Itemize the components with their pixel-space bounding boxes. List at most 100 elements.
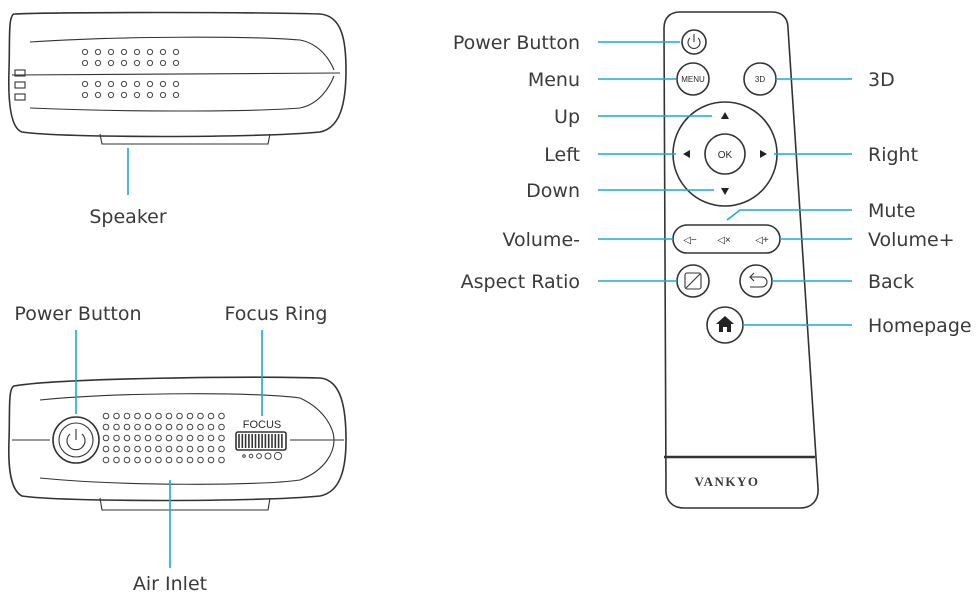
speaker-hole (94, 48, 102, 56)
label-3d: 3D (868, 69, 895, 91)
side-port-icon (14, 81, 26, 89)
focus-indicator-dot (264, 452, 272, 460)
speaker-hole (172, 48, 180, 56)
vent-hole (207, 423, 215, 431)
vent-hole (176, 434, 183, 442)
vent-hole (186, 445, 194, 453)
vent-hole (134, 445, 141, 453)
speaker-hole (172, 91, 180, 99)
vent-hole (218, 456, 225, 464)
down-arrow-icon[interactable] (721, 188, 729, 195)
speaker-hole (146, 48, 154, 56)
speaker-hole (120, 48, 128, 56)
speaker-hole (172, 59, 180, 67)
speaker-hole (107, 80, 115, 88)
speaker-hole (120, 59, 128, 67)
vent-hole (207, 412, 215, 420)
volume-down-button[interactable]: ◁− (683, 235, 697, 246)
vent-hole (144, 445, 152, 453)
label-volume-plus: Volume+ (868, 229, 955, 251)
3d-button-label: 3D (755, 75, 765, 84)
label-mute: Mute (868, 200, 916, 222)
vent-hole (165, 412, 173, 420)
speaker-hole (107, 59, 115, 67)
label-left: Left (544, 144, 580, 166)
left-arrow-icon[interactable] (683, 150, 690, 158)
label-menu: Menu (528, 69, 580, 91)
speaker-hole (94, 80, 102, 88)
speaker-hole (120, 80, 128, 88)
vent-hole (176, 445, 183, 453)
label-volume-minus: Volume- (502, 229, 580, 251)
vent-hole (123, 434, 131, 442)
focus-ring-label: Focus Ring (225, 303, 328, 325)
vent-hole (113, 445, 120, 453)
projector-top-side-ports (14, 69, 26, 101)
vent-hole (123, 412, 131, 420)
vent-hole (218, 445, 225, 453)
volume-up-button[interactable]: ◁+ (755, 235, 769, 246)
vent-hole (123, 423, 131, 431)
vent-hole (102, 412, 110, 420)
label-right: Right (868, 144, 918, 166)
right-arrow-icon[interactable] (760, 150, 767, 158)
vent-hole (197, 423, 204, 431)
vent-hole (144, 412, 152, 420)
vent-hole (113, 423, 120, 431)
side-port-icon (14, 93, 26, 101)
speaker-hole (120, 91, 128, 99)
vent-hole (113, 456, 120, 464)
vent-hole (144, 423, 152, 431)
focus-indicator-dots (242, 451, 283, 461)
remote-callouts: Power Button Menu Up Left Down Volume- A… (453, 32, 972, 337)
label-aspect-ratio: Aspect Ratio (461, 271, 580, 293)
vent-hole (113, 412, 120, 420)
projector-top-view: Speaker (7, 11, 347, 228)
vent-hole (176, 412, 183, 420)
speaker-hole (146, 80, 154, 88)
up-arrow-icon[interactable] (721, 112, 729, 119)
vent-hole (134, 456, 141, 464)
speaker-hole (159, 80, 167, 88)
speaker-hole (159, 91, 167, 99)
projector-front-view: FOCUS Power Button Focus Ring Air Inlet (7, 303, 347, 595)
ok-button-label: OK (718, 150, 733, 161)
label-up: Up (554, 106, 580, 128)
focus-text: FOCUS (243, 419, 282, 431)
remote-control: VANKYO MENU 3D OK ◁− ◁× ◁+ (663, 11, 819, 509)
speaker-hole (172, 80, 180, 88)
focus-indicator-dot (242, 454, 246, 458)
vent-hole (186, 456, 194, 464)
vent-hole (197, 434, 204, 442)
vent-hole (123, 456, 131, 464)
menu-button[interactable] (676, 62, 710, 96)
vent-hole (186, 412, 194, 420)
speaker-hole (133, 48, 141, 56)
speaker-hole (133, 80, 141, 88)
mute-button[interactable]: ◁× (717, 235, 731, 246)
speaker-hole (133, 91, 141, 99)
label-power-button: Power Button (453, 32, 580, 54)
speaker-hole (159, 59, 167, 67)
vent-hole (218, 412, 225, 420)
vent-hole (155, 445, 162, 453)
label-down: Down (526, 180, 580, 202)
vent-hole (102, 456, 110, 464)
air-vent-grille (102, 412, 225, 464)
vent-hole (102, 423, 110, 431)
menu-button-label: MENU (681, 75, 705, 84)
label-homepage: Homepage (868, 315, 972, 337)
focus-indicator-dot (256, 453, 262, 459)
aspect-ratio-icon (684, 272, 702, 290)
power-icon (687, 34, 701, 49)
vent-hole (207, 434, 215, 442)
power-button[interactable] (58, 422, 94, 458)
vent-hole (218, 434, 225, 442)
leader-mute (726, 209, 852, 221)
front-power-button-label: Power Button (14, 303, 141, 325)
speaker-hole (94, 91, 102, 99)
vent-hole (155, 456, 162, 464)
speaker-hole (146, 91, 154, 99)
ok-button[interactable] (704, 133, 746, 175)
